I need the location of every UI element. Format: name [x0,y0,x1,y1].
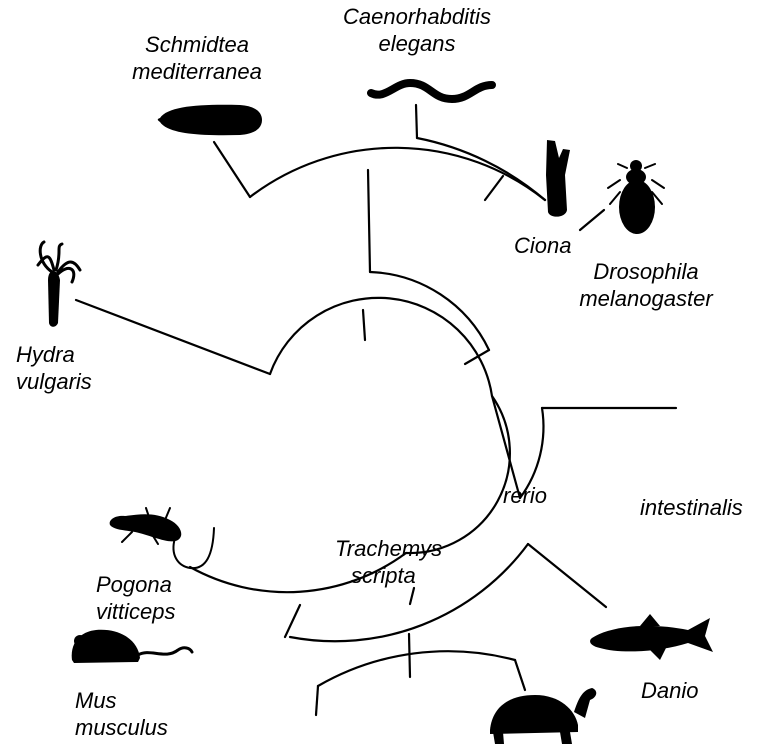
label-danio-species: rerio [503,483,548,508]
label-mus: Mus musculus [75,687,168,741]
branch-trachemys [513,658,527,692]
label-drosophila-species: melanogaster [579,286,713,311]
label-caenorhabditis: Caenorhabditis elegans [338,3,496,57]
label-pogona-species: vitticeps [96,599,176,624]
hydra-icon [36,240,82,327]
branch-ecdysozoa [483,174,505,202]
branch-caenorhabditis [414,103,419,140]
arc-chordates [518,406,545,500]
sea-squirt-icon [546,140,570,217]
label-pogona: Pogona vitticeps [96,571,175,625]
branch-mus [314,684,320,717]
label-caenorhabditis-genus: Caenorhabditis [343,4,491,29]
label-mus-species: musculus [75,715,168,740]
label-schmidtea-species: mediterranea [132,59,262,84]
label-trachemys-genus: Trachemys [335,536,443,561]
label-caenorhabditis-species: elegans [378,31,456,56]
branch-sauropsids [407,632,412,679]
label-hydra-species: vulgaris [16,369,92,394]
label-drosophila-genus: Drosophila [593,259,699,284]
branch-danio [526,542,608,609]
arc-amniotes [316,650,517,688]
root-arc [268,296,511,555]
flatworm-icon [157,104,262,136]
branch-protostomes [366,168,372,274]
label-mus-genus: Mus [75,688,117,713]
label-danio-genus: Danio [641,678,699,703]
branch-tetrapods [283,603,302,639]
nematode-icon [367,78,496,104]
label-ciona-genus: Ciona [514,233,572,258]
lizard-icon [109,507,215,570]
arc-ecdysozoa [415,136,547,202]
label-trachemys-species: scripta [351,563,416,588]
label-pogona-genus: Pogona [96,572,172,597]
branch-chordates [490,394,522,500]
root-stub [361,308,367,342]
zebrafish-icon [590,614,713,660]
arc-bilateria [368,270,491,352]
label-schmidtea-genus: Schmidtea [145,32,249,57]
label-drosophila: Drosophila melanogaster [565,258,727,312]
branch-schmidtea [212,140,252,199]
label-hydra-genus: Hydra [16,342,75,367]
label-hydra: Hydra vulgaris [16,341,92,395]
turtle-icon [490,688,597,744]
label-schmidtea: Schmidtea mediterranea [118,31,276,85]
label-ciona-species: intestinalis [640,495,743,520]
branch-bilateria-stem [463,348,491,366]
arc-protostomes [248,146,547,202]
fly-icon [607,160,665,234]
label-trachemys: Trachemys scripta [335,535,442,589]
branch-drosophila [578,208,606,232]
mouse-icon [71,629,194,663]
branch-ciona-sub [408,586,416,606]
arc-osteichthyes [288,542,530,643]
arc-vertebrates [188,551,408,594]
branch-hydra [74,298,272,376]
